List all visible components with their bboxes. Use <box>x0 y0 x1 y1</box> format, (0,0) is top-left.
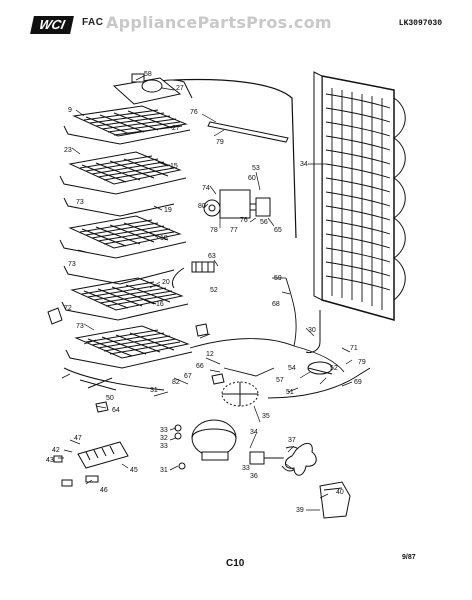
wiring-harness <box>189 277 345 377</box>
callout-label: 18 <box>160 235 168 242</box>
callout-label: 32 <box>160 435 168 442</box>
callout-label: 73 <box>76 199 84 206</box>
callout-label: 56 <box>260 219 268 226</box>
callout-label: 33 <box>160 427 168 434</box>
callout-label: 69 <box>354 379 362 386</box>
page-code: C10 <box>226 558 245 569</box>
callout-label: 47 <box>74 435 82 442</box>
door-switch <box>47 307 63 325</box>
callout-label: 68 <box>272 301 280 308</box>
callout-label: 31 <box>150 387 158 394</box>
tool-pointer <box>79 377 117 391</box>
callout-label: 34 <box>300 161 308 168</box>
callout-labels: 58 27 9 76 79 27 23 15 53 60 34 74 80 78… <box>46 71 366 514</box>
callout-label: 9 <box>68 107 72 114</box>
callout-label: 27 <box>176 85 184 92</box>
leader-lines <box>58 75 353 511</box>
shelf-2 <box>59 151 187 195</box>
condenser-fan-motor <box>221 381 259 407</box>
callout-label: 77 <box>230 227 238 234</box>
callout-label: 80 <box>198 203 206 210</box>
bracket-small <box>95 373 225 413</box>
thermostat <box>171 261 215 289</box>
shelf-4 <box>61 277 189 321</box>
callout-label: 74 <box>202 185 210 192</box>
callout-label: 37 <box>288 437 296 444</box>
callout-label: 63 <box>208 253 216 260</box>
callout-label: 19 <box>164 207 172 214</box>
callout-label: 16 <box>156 301 164 308</box>
callout-label: 52 <box>210 287 218 294</box>
callout-label: 36 <box>250 473 258 480</box>
callout-label: 76 <box>240 217 248 224</box>
evaporator-fan-assembly <box>203 189 271 219</box>
callout-label: 82 <box>172 379 180 386</box>
callout-label: 12 <box>206 351 214 358</box>
callout-label: 39 <box>296 507 304 514</box>
callout-label: 60 <box>248 175 256 182</box>
callout-label: 51 <box>286 389 294 396</box>
callout-label: 66 <box>196 363 204 370</box>
fan-shroud <box>319 481 351 519</box>
brand-text: FAC <box>82 17 104 28</box>
callout-label: 20 <box>162 279 170 286</box>
callout-label: 79 <box>216 139 224 146</box>
callout-label: 57 <box>276 377 284 384</box>
callout-label: 46 <box>100 487 108 494</box>
defrost-heater-bar <box>207 121 289 143</box>
callout-label: 76 <box>190 109 198 116</box>
callout-label: 54 <box>288 365 296 372</box>
condenser-fan-blade <box>285 443 317 476</box>
callout-label: 50 <box>106 395 114 402</box>
callout-label: 15 <box>170 163 178 170</box>
callout-label: 72 <box>64 305 72 312</box>
condenser-coil <box>313 71 406 321</box>
callout-label: 58 <box>144 71 152 78</box>
shelf-top <box>63 105 191 145</box>
light-socket <box>195 323 209 337</box>
drain-tube <box>305 310 321 353</box>
callout-label: 34 <box>250 429 258 436</box>
shelf-3 <box>59 215 187 259</box>
callout-label: 42 <box>52 447 60 454</box>
callout-label: 30 <box>308 327 316 334</box>
callout-label: 64 <box>112 407 120 414</box>
callout-label: 79 <box>358 359 366 366</box>
callout-label: 71 <box>350 345 358 352</box>
header-bar: WCI FAC AppliancePartsPros.com LK3097030 <box>24 13 446 36</box>
shelf-bottom <box>65 325 193 369</box>
diagram-artwork <box>47 71 406 519</box>
machine-compartment <box>63 367 371 399</box>
exploded-parts-diagram: 58 27 9 76 79 27 23 15 53 60 34 74 80 78… <box>24 38 446 574</box>
callout-label: 53 <box>252 165 260 172</box>
light-housing <box>112 73 182 105</box>
callout-label: 43 <box>46 457 54 464</box>
terminal-block <box>53 441 129 487</box>
diagram-canvas: 58 27 9 76 79 27 23 15 53 60 34 74 80 78… <box>46 71 406 519</box>
callout-label: 40 <box>336 489 344 496</box>
callout-label: 78 <box>210 227 218 234</box>
callout-label: 31 <box>160 467 168 474</box>
compressor <box>174 419 237 470</box>
callout-label: 35 <box>262 413 270 420</box>
callout-label: 73 <box>68 261 76 268</box>
callout-label: 67 <box>184 373 192 380</box>
callout-label: 33 <box>242 465 250 472</box>
callout-label: 45 <box>130 467 138 474</box>
brand-logo: WCI <box>30 16 74 34</box>
rear-tubing <box>173 78 297 239</box>
drain-pan-fitting <box>307 361 333 375</box>
callout-label: 33 <box>160 443 168 450</box>
model-code: LK3097030 <box>398 19 442 28</box>
callout-label: 23 <box>64 147 72 154</box>
date-code: 9/87 <box>402 554 416 561</box>
callout-label: 59 <box>274 275 282 282</box>
callout-label: 27 <box>172 125 180 132</box>
callout-label: 65 <box>274 227 282 234</box>
callout-label: 52 <box>330 365 338 372</box>
watermark-text: AppliancePartsPros.com <box>106 13 332 32</box>
shelf-rail <box>63 197 175 285</box>
callout-label: 73 <box>76 323 84 330</box>
